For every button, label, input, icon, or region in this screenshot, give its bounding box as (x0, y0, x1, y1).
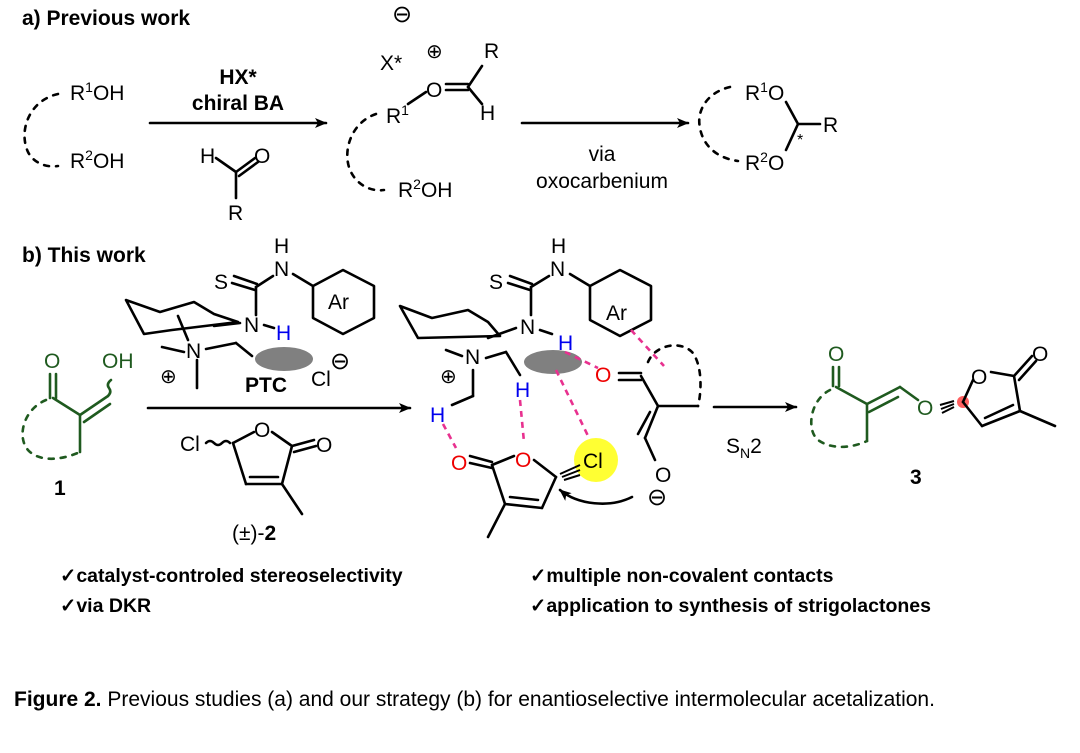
svg-text:⊕: ⊕ (426, 41, 443, 63)
aldehyde-reagent: H O R (200, 145, 270, 225)
arrow2-label-oxocarbenium: oxocarbenium (536, 170, 668, 193)
highlight-left-2: ✓via DKR (60, 595, 151, 617)
reaction-scheme: a) Previous work R1OH R2OH HX* chiral BA… (21, 1, 1057, 617)
svg-text:O: O (254, 419, 270, 442)
svg-text:H: H (274, 235, 289, 258)
svg-text:Ar: Ar (606, 302, 627, 325)
ptc-label: PTC (245, 374, 287, 397)
svg-text:N: N (465, 346, 480, 369)
compound-2-label: (±)-2 (232, 522, 276, 545)
compound-1-label: 1 (54, 477, 66, 500)
r1oh-label: R1OH (70, 79, 124, 105)
panel-b-label: b) This work (22, 244, 146, 267)
svg-text:R1O: R1O (745, 79, 784, 105)
svg-text:R: R (228, 202, 243, 225)
highlights: ✓catalyst-controled stereoselectivity ✓v… (60, 565, 931, 617)
svg-text:H: H (430, 404, 445, 427)
svg-text:Ar: Ar (328, 291, 349, 314)
svg-text:Cl: Cl (583, 450, 603, 473)
svg-text:R2O: R2O (745, 149, 784, 175)
oxocarbenium-intermediate: X* ⊖ ⊕ O R H R1 R2OH (345, 1, 499, 202)
svg-text:N: N (550, 258, 565, 281)
svg-text:H: H (515, 379, 530, 402)
highlight-right-1: ✓multiple non-covalent contacts (530, 565, 834, 587)
svg-text:O: O (595, 364, 611, 387)
reagent-hx: HX* (219, 66, 257, 89)
svg-text:OH: OH (102, 350, 134, 373)
svg-text:*: * (797, 132, 803, 149)
panel-a-label: a) Previous work (22, 7, 190, 30)
diol-substrate: R1OH R2OH (23, 79, 124, 173)
svg-text:Cl: Cl (180, 433, 200, 456)
svg-text:⊕: ⊕ (440, 366, 457, 388)
figure-label: Figure 2. (14, 688, 102, 711)
svg-text:H: H (200, 145, 215, 168)
svg-text:⊖: ⊖ (647, 484, 667, 511)
chlorobutenolide-2: Cl O O (±)-2 (180, 419, 332, 545)
svg-text:R: R (823, 114, 838, 137)
reagent-chiral-ba: chiral BA (192, 92, 284, 115)
compound-3-label: 3 (910, 466, 922, 489)
svg-text:X*: X* (380, 52, 402, 75)
svg-text:O: O (44, 350, 60, 373)
acetal-product: R1O R2O R * (697, 79, 838, 175)
svg-text:R: R (484, 40, 499, 63)
sn2-label: SN2 (726, 435, 762, 461)
svg-text:O: O (515, 449, 531, 472)
svg-text:N: N (186, 340, 201, 363)
ptc-catalyst: S N H Ar N H N ⊕ PTC Cl ⊖ (124, 235, 376, 397)
svg-text:N: N (520, 316, 535, 339)
svg-text:S: S (489, 271, 503, 294)
svg-text:N: N (274, 258, 289, 281)
svg-text:O: O (971, 366, 987, 389)
svg-text:O: O (426, 79, 442, 102)
svg-text:⊖: ⊖ (392, 1, 412, 28)
figure-caption: Figure 2. Previous studies (a) and our s… (14, 684, 1066, 716)
svg-text:H: H (276, 322, 291, 345)
highlight-left-1: ✓catalyst-controled stereoselectivity (60, 565, 403, 587)
svg-text:H: H (558, 332, 573, 355)
svg-text:N: N (244, 314, 259, 337)
svg-text:H: H (480, 102, 495, 125)
svg-text:H: H (551, 235, 566, 258)
svg-text:Cl: Cl (311, 368, 331, 391)
transition-state-model: S N H Ar N H N ⊕ H H O O (398, 235, 702, 539)
product-3: O O O O 3 (810, 343, 1057, 489)
svg-text:O: O (828, 343, 844, 366)
svg-text:⊕: ⊕ (160, 366, 177, 388)
highlight-right-2: ✓application to synthesis of strigolacto… (530, 595, 931, 617)
r2oh-label: R2OH (70, 147, 124, 173)
svg-text:R2OH: R2OH (398, 176, 452, 202)
svg-text:R1: R1 (386, 102, 409, 128)
arrow2-label-via: via (589, 143, 616, 166)
svg-text:O: O (316, 434, 332, 457)
caption-text: Previous studies (a) and our strategy (b… (101, 688, 935, 711)
svg-text:S: S (214, 271, 228, 294)
substrate-1: O OH 1 (21, 350, 134, 500)
svg-text:⊖: ⊖ (330, 348, 350, 375)
svg-text:O: O (655, 464, 671, 487)
svg-text:O: O (917, 397, 933, 420)
svg-text:O: O (451, 452, 467, 475)
